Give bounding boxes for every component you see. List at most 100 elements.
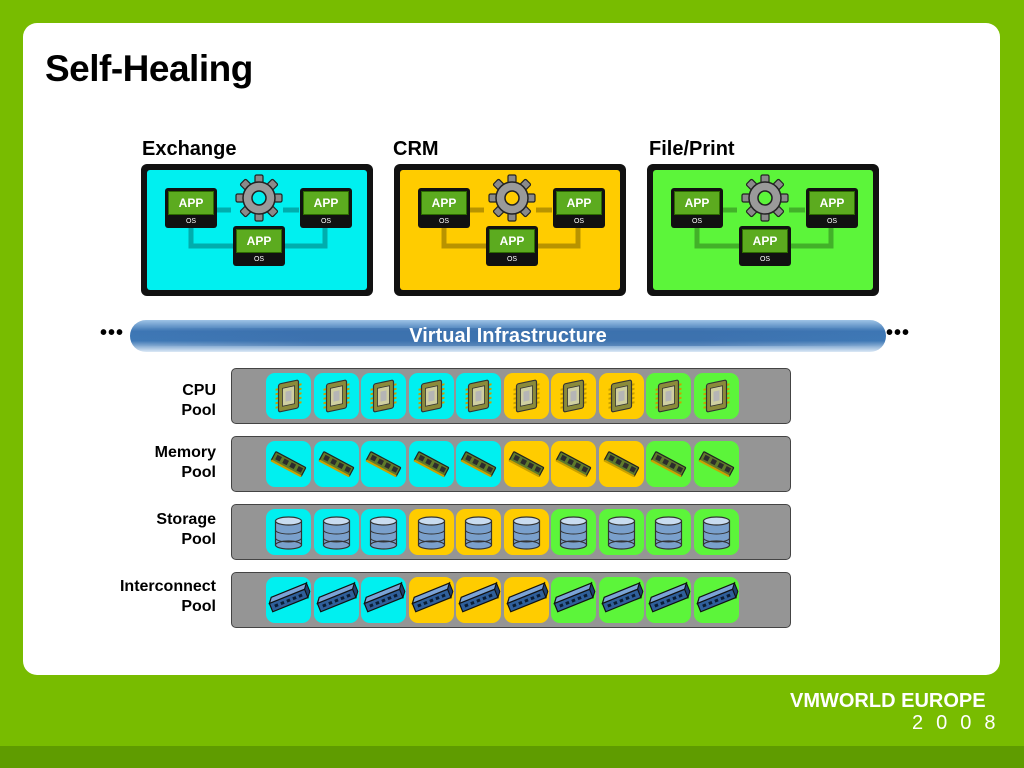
- network-switch-icon: [456, 577, 501, 623]
- cpu-pool: [231, 368, 791, 424]
- right-ellipsis: •••: [886, 322, 911, 344]
- storage-disk-icon: [456, 509, 501, 555]
- cpu-chip-icon: [408, 373, 454, 419]
- cpu-chip-icon: [313, 373, 359, 419]
- vm-chip: APP OS: [233, 226, 285, 266]
- group-label-crm: CRM: [393, 138, 439, 160]
- storage-disk-icon: [361, 509, 406, 555]
- brand-region: EUROPE: [901, 690, 986, 712]
- vm-chip: APP OS: [300, 188, 352, 228]
- cpu-chip-icon: [361, 373, 406, 419]
- pool-label-storage: Storage Pool: [60, 510, 216, 550]
- vm-group-exchange: APP OS APP OS APP OS: [141, 164, 373, 296]
- cpu-chip-icon: [456, 373, 501, 419]
- memory-module-icon: [646, 441, 691, 487]
- cpu-chip-icon: [266, 373, 311, 419]
- app-label: APP: [303, 191, 349, 215]
- vm-chip: APP OS: [486, 226, 538, 266]
- pool-label-line2: Pool: [181, 402, 216, 419]
- memory-module-icon: [266, 441, 311, 487]
- left-ellipsis: •••: [100, 322, 125, 344]
- app-label: APP: [168, 191, 214, 215]
- storage-disk-icon: [693, 509, 739, 555]
- app-label: APP: [674, 191, 720, 215]
- storage-disk-icon: [313, 509, 359, 555]
- brand-name: VMWORLD: [790, 690, 896, 712]
- memory-module-icon: [313, 441, 359, 487]
- pool-row: [266, 509, 741, 555]
- pool-row: [266, 441, 741, 487]
- vm-group-crm: APP OS APP OS APP OS: [394, 164, 626, 296]
- pool-label-line1: CPU: [182, 382, 216, 399]
- interconnect-pool: [231, 572, 791, 628]
- band-core: [130, 328, 886, 346]
- os-label: OS: [826, 218, 838, 225]
- os-label: OS: [185, 218, 197, 225]
- network-switch-icon: [646, 577, 691, 623]
- os-label: OS: [573, 218, 585, 225]
- storage-disk-icon: [266, 509, 311, 555]
- app-label: APP: [421, 191, 467, 215]
- memory-pool: [231, 436, 791, 492]
- storage-disk-icon: [598, 509, 644, 555]
- pool-label-line1: Interconnect: [119, 578, 216, 595]
- app-label: APP: [809, 191, 855, 215]
- app-label: APP: [489, 229, 535, 253]
- app-label: APP: [236, 229, 282, 253]
- network-switch-icon: [693, 577, 739, 623]
- network-switch-icon: [551, 577, 596, 623]
- brand-year: 2008: [912, 712, 1009, 734]
- storage-disk-icon: [646, 509, 691, 555]
- os-label: OS: [253, 256, 265, 263]
- vm-chip: APP OS: [553, 188, 605, 228]
- cpu-chip-icon: [646, 373, 691, 419]
- memory-module-icon: [408, 441, 454, 487]
- app-label: APP: [556, 191, 602, 215]
- network-switch-icon: [408, 577, 454, 623]
- pool-label-line2: Pool: [181, 598, 216, 615]
- bottom-strip: [0, 746, 1024, 768]
- vm-chip: APP OS: [418, 188, 470, 228]
- pool-label-line1: Storage: [156, 511, 216, 528]
- virtual-infrastructure-band: Virtual Infrastructure: [130, 320, 886, 352]
- memory-module-icon: [503, 441, 549, 487]
- gear-icon: [488, 174, 536, 222]
- vm-group-inner: APP OS APP OS APP OS: [400, 170, 620, 290]
- connector-lines: [694, 174, 834, 249]
- group-label-exchange: Exchange: [142, 138, 237, 160]
- memory-module-icon: [361, 441, 406, 487]
- vm-chip: APP OS: [806, 188, 858, 228]
- storage-disk-icon: [551, 509, 596, 555]
- vm-chip: APP OS: [671, 188, 723, 228]
- vm-group-inner: APP OS APP OS APP OS: [147, 170, 367, 290]
- os-label: OS: [506, 256, 518, 263]
- os-label: OS: [691, 218, 703, 225]
- gear-icon: [741, 174, 789, 222]
- pool-label-line1: Memory: [154, 444, 216, 461]
- cpu-chip-icon: [693, 373, 739, 419]
- connector-lines: [188, 174, 328, 249]
- network-switch-icon: [503, 577, 549, 623]
- cpu-chip-icon: [503, 373, 549, 419]
- memory-module-icon: [551, 441, 596, 487]
- brand-logo: VMWORLD EUROPE: [790, 690, 986, 713]
- pool-label-cpu: CPU Pool: [60, 381, 216, 421]
- app-label: APP: [742, 229, 788, 253]
- page-title: Self-Healing: [45, 48, 253, 89]
- cpu-chip-icon: [551, 373, 596, 419]
- storage-disk-icon: [408, 509, 454, 555]
- pool-label-line2: Pool: [181, 464, 216, 481]
- virtual-infrastructure-label: Virtual Infrastructure: [409, 325, 607, 347]
- memory-module-icon: [693, 441, 739, 487]
- pool-row: [266, 577, 741, 623]
- os-label: OS: [320, 218, 332, 225]
- cpu-chip-icon: [598, 373, 644, 419]
- memory-module-icon: [598, 441, 644, 487]
- os-label: OS: [438, 218, 450, 225]
- group-label-fileprint: File/Print: [649, 138, 735, 160]
- pool-label-line2: Pool: [181, 531, 216, 548]
- pool-label-interconnect: Interconnect Pool: [60, 577, 216, 617]
